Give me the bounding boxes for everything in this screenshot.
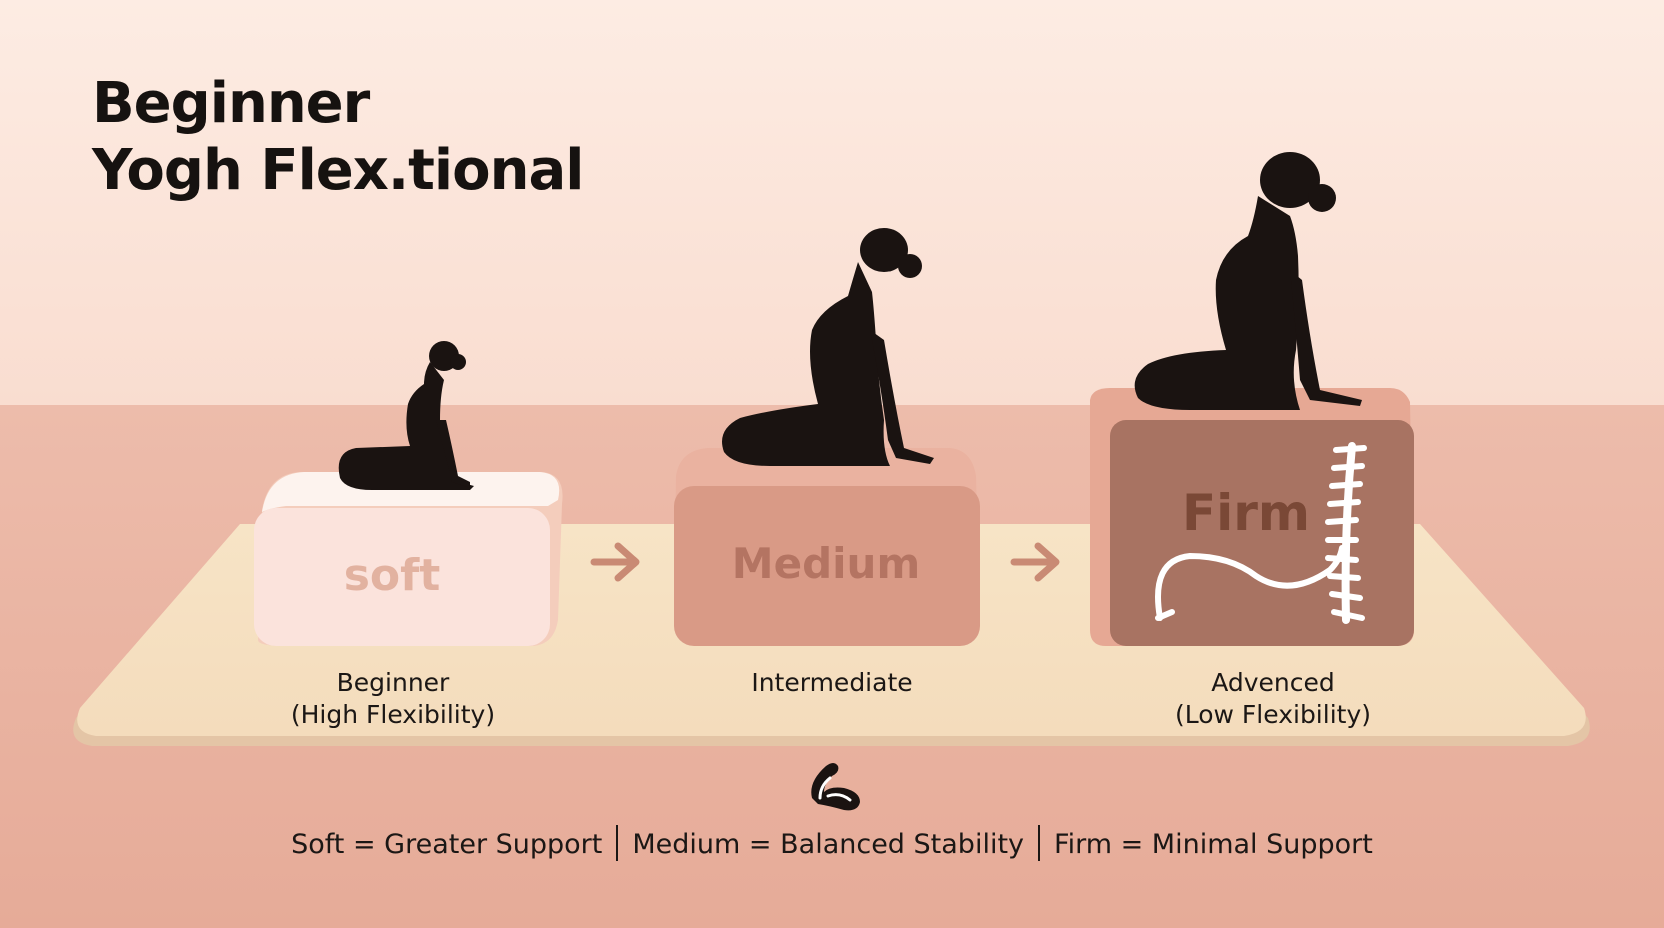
level-caption-line: (Low Flexibility) bbox=[1175, 700, 1371, 729]
spine-icon bbox=[1325, 442, 1367, 624]
yoga-figure-large bbox=[1134, 152, 1362, 410]
level-caption-line: Advenced bbox=[1211, 668, 1335, 697]
title-line-2: Yogh Flex.tional bbox=[92, 138, 584, 203]
title-line-1: Beginner bbox=[92, 71, 370, 136]
legend-separator bbox=[616, 825, 619, 861]
block-soft bbox=[254, 472, 563, 646]
block-firm bbox=[1090, 388, 1414, 646]
arrow-right-icon bbox=[1010, 542, 1060, 582]
yoga-figure-small bbox=[338, 341, 474, 490]
level-caption-beginner: Beginner (High Flexibility) bbox=[233, 667, 553, 731]
level-caption-intermediate: Intermediate bbox=[672, 667, 992, 699]
yoga-figure-medium bbox=[722, 228, 934, 466]
legend-separator bbox=[1038, 825, 1041, 861]
arm-icon bbox=[811, 763, 860, 811]
legend-item-firm: Firm = Minimal Support bbox=[1054, 829, 1373, 860]
block-label-soft: soft bbox=[344, 550, 441, 601]
block-label-firm: Firm bbox=[1182, 484, 1310, 542]
curve-arrow-icon bbox=[1155, 545, 1345, 621]
page-title: Beginner Yogh Flex.tional bbox=[92, 70, 584, 204]
arrow-right-icon bbox=[590, 542, 640, 582]
level-caption-line: Beginner bbox=[336, 668, 450, 697]
legend-item-medium: Medium = Balanced Stability bbox=[632, 829, 1025, 860]
level-caption-line: Intermediate bbox=[751, 668, 913, 697]
legend-item-soft: Soft = Greater Support bbox=[291, 829, 603, 860]
block-medium bbox=[674, 448, 980, 646]
legend: Soft = Greater Support Medium = Balanced … bbox=[0, 825, 1664, 861]
level-caption-line: (High Flexibility) bbox=[290, 700, 496, 729]
block-label-medium: Medium bbox=[732, 539, 920, 588]
level-caption-advanced: Advenced (Low Flexibility) bbox=[1113, 667, 1433, 731]
